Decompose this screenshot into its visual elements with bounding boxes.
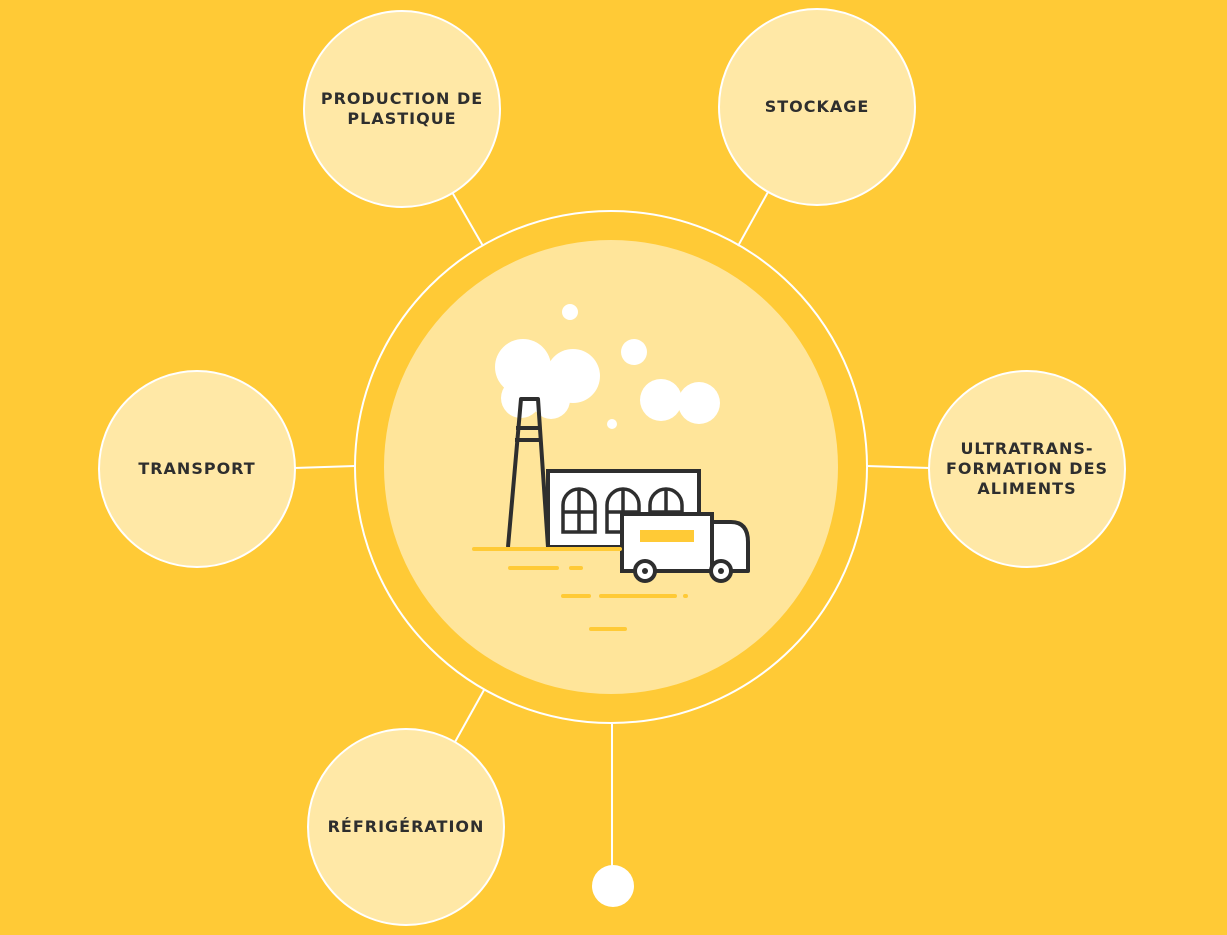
connector-end-dot (592, 865, 634, 907)
node-production: PRODUCTION DE PLASTIQUE (303, 10, 501, 208)
node-stockage: STOCKAGE (718, 8, 916, 206)
connector-transport (293, 465, 356, 469)
connector-ultratransformation (865, 465, 931, 469)
node-label-ultratransformation: ULTRATRANS- FORMATION DES ALIMENTS (945, 439, 1109, 498)
node-label-refrigeration: RÉFRIGÉRATION (327, 817, 485, 836)
node-label-production: PRODUCTION DE PLASTIQUE (320, 89, 484, 128)
node-label-stockage: STOCKAGE (764, 97, 870, 116)
center-ring (354, 210, 868, 724)
connector-refrigeration (454, 689, 485, 743)
node-ultratransformation: ULTRATRANS- FORMATION DES ALIMENTS (928, 370, 1126, 568)
connector-stockage (737, 191, 769, 247)
connector-production (451, 191, 484, 247)
node-transport: TRANSPORT (98, 370, 296, 568)
center-disc (384, 240, 838, 694)
node-refrigeration: RÉFRIGÉRATION (307, 728, 505, 926)
factory-truck-icon (472, 304, 750, 631)
node-label-transport: TRANSPORT (138, 459, 256, 478)
